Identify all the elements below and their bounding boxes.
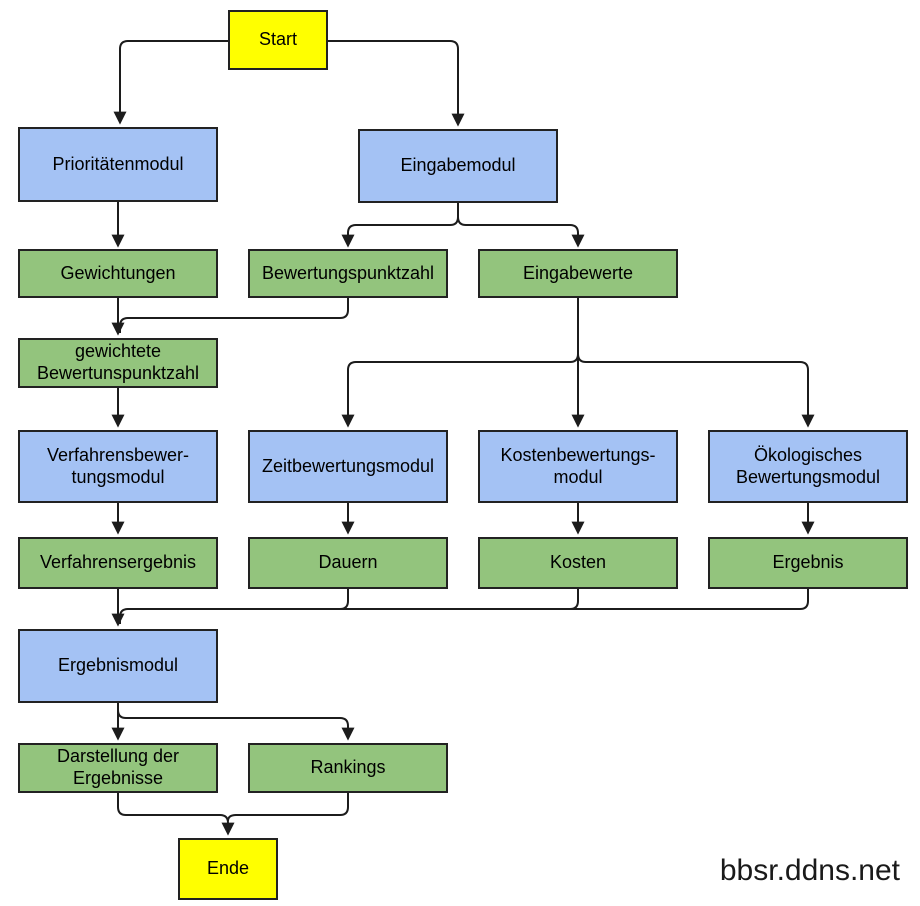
connector-ergebnismodul-to-rankings — [117, 703, 355, 741]
connector-start-to-eingabemodul — [328, 40, 465, 127]
node-eingabewerte: Eingabewerte — [478, 249, 678, 298]
connector-eingabemodul-to-eingabewerte — [457, 203, 585, 248]
watermark-text: bbsr.ddns.net — [719, 854, 900, 887]
node-ergebnismodul: Ergebnismodul — [18, 629, 218, 703]
connector-ergebnis-merge — [119, 589, 809, 624]
node-kostenbewertungsmodul: Kostenbewertungs- modul — [478, 430, 678, 503]
connector-dauern-merge — [332, 589, 349, 610]
connector-eingabewerte-to-zeitbewertungsmodul — [341, 298, 579, 428]
node-gewichtete-bewertunspunktzahl: gewichtete Bewertunspunktzahl — [18, 338, 218, 388]
connector-kosten-merge — [562, 589, 579, 610]
node-ergebnis: Ergebnis — [708, 537, 908, 589]
node-kosten: Kosten — [478, 537, 678, 589]
node-prioritaetenmodul: Prioritätenmodul — [18, 127, 218, 202]
connector-eingabewerte-to-oekologisches — [577, 298, 815, 428]
node-verfahrensergebnis: Verfahrensergebnis — [18, 537, 218, 589]
node-ende: Ende — [178, 838, 278, 900]
node-bewertungspunktzahl: Bewertungspunktzahl — [248, 249, 448, 298]
connector-rankings-to-ende — [227, 793, 349, 822]
node-darstellung-der-ergebnisse: Darstellung der Ergebnisse — [18, 743, 218, 793]
connector-start-to-prioritaetenmodul — [113, 40, 228, 125]
node-oekologisches-bewertungsmodul: Ökologisches Bewertungsmodul — [708, 430, 908, 503]
node-rankings: Rankings — [248, 743, 448, 793]
connector-bewertungspunktzahl-merge — [119, 298, 349, 333]
node-start: Start — [228, 10, 328, 70]
node-eingabemodul: Eingabemodul — [358, 129, 558, 203]
node-gewichtungen: Gewichtungen — [18, 249, 218, 298]
connector-darstellung-to-ende — [117, 793, 235, 836]
connector-eingabemodul-to-bewertungspunktzahl — [341, 203, 459, 248]
node-dauern: Dauern — [248, 537, 448, 589]
node-verfahrensbewertungsmodul: Verfahrensbewer- tungsmodul — [18, 430, 218, 503]
node-zeitbewertungsmodul: Zeitbewertungsmodul — [248, 430, 448, 503]
